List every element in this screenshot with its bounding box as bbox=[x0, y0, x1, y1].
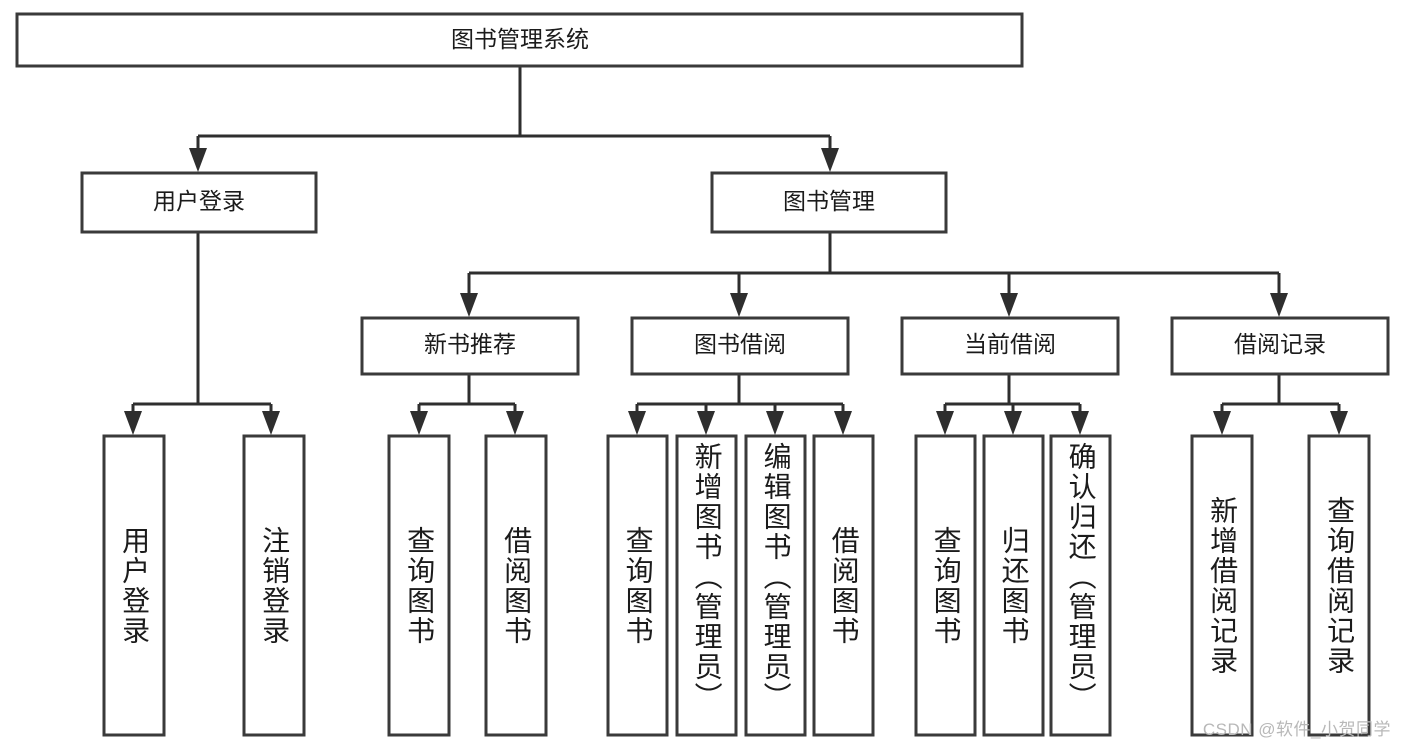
arrow-nbr-leaf-1 bbox=[410, 411, 428, 435]
node-new-book-recommend[interactable]: 新书推荐 bbox=[360, 316, 580, 376]
node-borrow-record[interactable]: 借阅记录 bbox=[1170, 316, 1390, 376]
edge-user-login-bus bbox=[131, 232, 273, 418]
node-book-management-label: 图书管理 bbox=[783, 188, 875, 214]
edge-book-borrow-bus bbox=[635, 374, 845, 418]
arrow-cb-leaf-2 bbox=[1004, 411, 1022, 435]
node-root[interactable]: 图书管理系统 bbox=[15, 12, 1024, 68]
node-leaf-user-login-box[interactable] bbox=[102, 434, 166, 737]
node-borrow-record-box[interactable] bbox=[1170, 316, 1390, 376]
arrow-user-login-leaf-1 bbox=[124, 411, 142, 435]
edge-borrow-record-bus bbox=[1220, 374, 1341, 418]
arrow-cb-leaf-3 bbox=[1071, 411, 1089, 435]
node-leaf-query-book-3-box[interactable] bbox=[914, 434, 977, 737]
arrow-user-login-leaf-2 bbox=[262, 411, 280, 435]
node-current-borrow-box[interactable] bbox=[900, 316, 1120, 376]
arrow-to-new-book-recommend bbox=[460, 293, 478, 317]
node-root-box[interactable] bbox=[15, 12, 1024, 68]
arrow-bb-leaf-3 bbox=[766, 411, 784, 435]
arrow-to-book-borrow bbox=[730, 293, 748, 317]
arrow-to-borrow-record bbox=[1270, 293, 1288, 317]
arrow-bb-leaf-1 bbox=[628, 411, 646, 435]
arrow-root-to-book-management bbox=[821, 148, 839, 172]
arrow-cb-leaf-1 bbox=[936, 411, 954, 435]
arrow-root-to-user-login bbox=[189, 148, 207, 172]
edge-layer bbox=[124, 66, 1348, 435]
node-book-borrow-box[interactable] bbox=[630, 316, 850, 376]
arrow-nbr-leaf-2 bbox=[506, 411, 524, 435]
arrow-to-current-borrow bbox=[1000, 293, 1018, 317]
node-leaf-logout-box[interactable] bbox=[242, 434, 306, 737]
node-user-login-box[interactable] bbox=[80, 171, 318, 234]
node-current-borrow[interactable]: 当前借阅 bbox=[900, 316, 1120, 376]
node-root-label: 图书管理系统 bbox=[451, 26, 589, 52]
edge-book-management-bus bbox=[467, 232, 1281, 300]
node-leaf-query-book-1-box[interactable] bbox=[387, 434, 451, 737]
arrow-bb-leaf-4 bbox=[834, 411, 852, 435]
node-leaf-add-book-box[interactable] bbox=[675, 434, 738, 737]
arrow-bb-leaf-2 bbox=[697, 411, 715, 435]
edge-root-to-level2-bus bbox=[196, 66, 832, 155]
node-new-book-recommend-box[interactable] bbox=[360, 316, 580, 376]
node-book-management-box[interactable] bbox=[710, 171, 948, 234]
node-leaf-add-record-box[interactable] bbox=[1190, 434, 1254, 737]
node-user-login-label: 用户登录 bbox=[153, 188, 245, 214]
arrow-br-leaf-2 bbox=[1330, 411, 1348, 435]
edge-new-book-recommend-bus bbox=[417, 374, 517, 418]
node-book-management[interactable]: 图书管理 bbox=[710, 171, 948, 234]
node-book-borrow-label: 图书借阅 bbox=[694, 331, 786, 357]
node-leaf-query-book-2-box[interactable] bbox=[606, 434, 669, 737]
node-leaf-borrow-book-2-box[interactable] bbox=[812, 434, 875, 737]
node-new-book-recommend-label: 新书推荐 bbox=[424, 331, 516, 357]
node-current-borrow-label: 当前借阅 bbox=[964, 331, 1056, 357]
node-user-login[interactable]: 用户登录 bbox=[80, 171, 318, 234]
node-leaf-query-record-box[interactable] bbox=[1307, 434, 1371, 737]
node-borrow-record-label: 借阅记录 bbox=[1234, 331, 1326, 357]
node-book-borrow[interactable]: 图书借阅 bbox=[630, 316, 850, 376]
node-leaf-edit-book-box[interactable] bbox=[744, 434, 807, 737]
node-leaf-borrow-book-1-box[interactable] bbox=[484, 434, 548, 737]
leaf-layer bbox=[102, 434, 1371, 737]
node-leaf-confirm-return-box[interactable] bbox=[1049, 434, 1112, 737]
node-leaf-return-book-box[interactable] bbox=[982, 434, 1045, 737]
arrow-br-leaf-1 bbox=[1213, 411, 1231, 435]
